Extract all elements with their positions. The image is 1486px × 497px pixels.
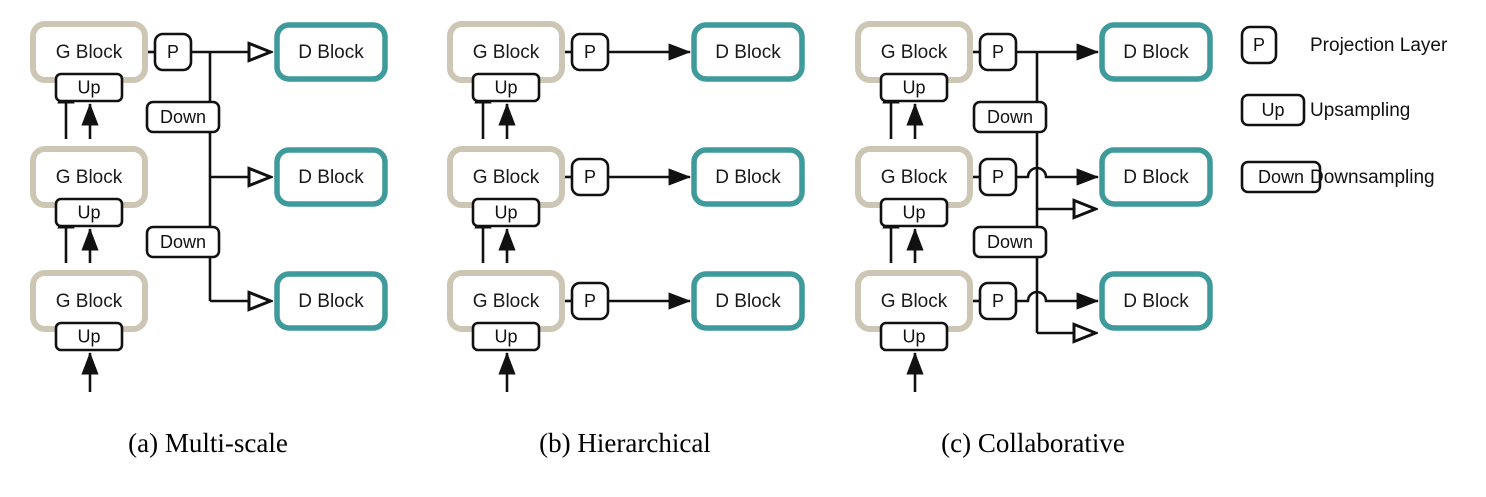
legend-symbol-box-0 [1240, 25, 1278, 65]
up-box-label-0: Up [77, 77, 100, 97]
legend-text-0: Projection Layer [1310, 35, 1448, 56]
down-box-0 [145, 100, 221, 134]
up-box-label-1: Up [77, 202, 100, 222]
down-box-1 [145, 225, 221, 259]
d-block-0 [1099, 22, 1213, 82]
up-box-label-2: Up [77, 326, 100, 346]
up-box-label-2: Up [494, 326, 517, 346]
g-block-label-2: G Block [881, 291, 948, 312]
g-block-label-1: G Block [881, 167, 948, 188]
projection-label-0: P [584, 42, 596, 62]
legend-text-2: Downsampling [1310, 167, 1435, 188]
projection-label-1: P [992, 167, 1004, 187]
d-block-2 [1099, 271, 1213, 331]
legend-symbol-label-0: P [1253, 35, 1265, 55]
down-box-1 [972, 225, 1048, 259]
d-block-label-2: D Block [298, 291, 364, 312]
projection-label-0: P [992, 42, 1004, 62]
projection-label-0: P [167, 42, 179, 62]
legend-item-1: Up Upsampling [1240, 93, 1410, 127]
up-box-0 [471, 72, 541, 103]
up-box-1 [54, 197, 124, 228]
d-block-label-1: D Block [715, 167, 781, 188]
projection-label-2: P [992, 291, 1004, 311]
d-block-2 [274, 271, 388, 331]
legend-text-1: Upsampling [1310, 100, 1410, 121]
up-box-2 [879, 321, 949, 352]
d-block-label-0: D Block [1123, 42, 1189, 63]
g-block-label-0: G Block [473, 42, 540, 63]
d-block-1 [1099, 147, 1213, 207]
up-box-0 [879, 72, 949, 103]
d-block-label-2: D Block [1123, 291, 1189, 312]
projection-label-2: P [584, 291, 596, 311]
d-block-label-0: D Block [715, 42, 781, 63]
panel-caption-b: (b) Hierarchical [539, 428, 711, 458]
d-block-1 [274, 147, 388, 207]
p-to-d-hop-arrow-2 [1016, 290, 1099, 310]
up-box-label-0: Up [902, 77, 925, 97]
d-block-label-0: D Block [298, 42, 364, 63]
up-box-0 [54, 72, 124, 103]
d-block-2 [691, 271, 805, 331]
down-box-label-0: Down [987, 107, 1033, 127]
down-box-label-0: Down [160, 107, 206, 127]
up-box-label-1: Up [494, 202, 517, 222]
legend-symbol-box-2 [1240, 160, 1322, 194]
g-block-label-1: G Block [56, 167, 123, 188]
panel-caption-a: (a) Multi-scale [128, 428, 288, 458]
g-block-label-0: G Block [881, 42, 948, 63]
g-block-label-1: G Block [473, 167, 540, 188]
g-block-label-2: G Block [473, 291, 540, 312]
up-box-2 [54, 321, 124, 352]
legend-symbol-label-1: Up [1261, 100, 1284, 120]
up-box-1 [471, 197, 541, 228]
down-box-0 [972, 100, 1048, 134]
legend-item-2: Down Downsampling [1240, 160, 1435, 194]
p-to-d-hop-arrow-1 [1016, 166, 1099, 186]
up-box-1 [879, 197, 949, 228]
up-box-label-2: Up [902, 326, 925, 346]
d-block-0 [274, 22, 388, 82]
legend-symbol-box-1 [1240, 93, 1306, 127]
d-block-label-2: D Block [715, 291, 781, 312]
down-box-label-1: Down [987, 232, 1033, 252]
d-block-label-1: D Block [1123, 167, 1189, 188]
down-box-label-1: Down [160, 232, 206, 252]
g-block-label-0: G Block [56, 42, 123, 63]
d-block-label-1: D Block [298, 167, 364, 188]
g-block-label-2: G Block [56, 291, 123, 312]
d-block-1 [691, 147, 805, 207]
legend-item-0: P Projection Layer [1240, 25, 1448, 65]
up-box-2 [471, 321, 541, 352]
projection-label-1: P [584, 167, 596, 187]
up-box-label-1: Up [902, 202, 925, 222]
panel-caption-c: (c) Collaborative [941, 428, 1125, 458]
d-block-0 [691, 22, 805, 82]
up-box-label-0: Up [494, 77, 517, 97]
legend-symbol-label-2: Down [1258, 167, 1304, 187]
